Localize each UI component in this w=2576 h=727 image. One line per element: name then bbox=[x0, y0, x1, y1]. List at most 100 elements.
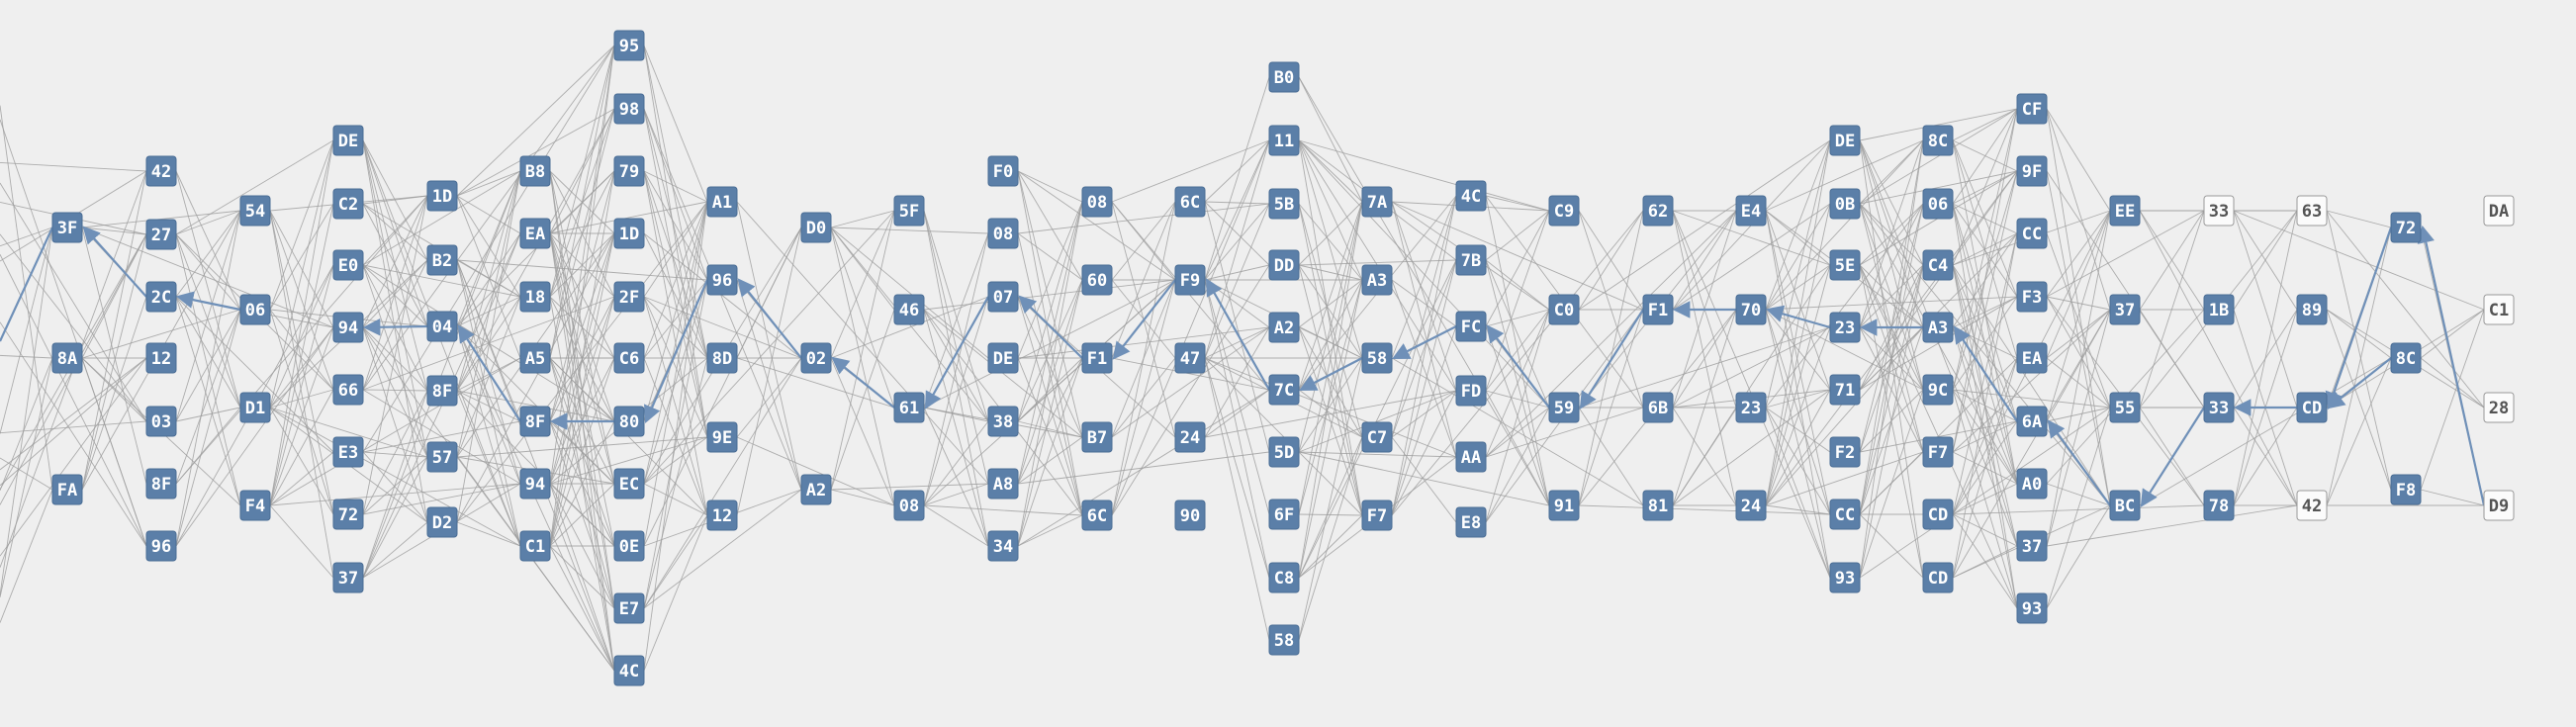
graph-node[interactable]: 03 bbox=[145, 406, 177, 437]
graph-node[interactable]: 8F bbox=[519, 406, 551, 437]
graph-node[interactable]: 71 bbox=[1829, 374, 1861, 406]
graph-node[interactable]: DE bbox=[987, 342, 1019, 374]
graph-node[interactable]: 42 bbox=[2296, 490, 2328, 521]
graph-node[interactable]: 66 bbox=[332, 374, 364, 406]
graph-node[interactable]: 33 bbox=[2203, 392, 2235, 423]
graph-node[interactable]: 1D bbox=[426, 180, 458, 212]
graph-node[interactable]: CD bbox=[2296, 392, 2328, 423]
graph-node[interactable]: F4 bbox=[239, 490, 271, 521]
graph-node[interactable]: 93 bbox=[1829, 562, 1861, 593]
graph-node[interactable]: 91 bbox=[1548, 490, 1580, 521]
graph-node[interactable]: F1 bbox=[1642, 294, 1674, 325]
graph-node[interactable]: 7A bbox=[1361, 186, 1393, 218]
graph-node[interactable]: A5 bbox=[519, 342, 551, 374]
graph-node[interactable]: 58 bbox=[1268, 624, 1300, 656]
graph-node[interactable]: 37 bbox=[332, 562, 364, 593]
graph-node[interactable]: 08 bbox=[893, 490, 925, 521]
graph-node[interactable]: 72 bbox=[332, 499, 364, 530]
graph-node[interactable]: 57 bbox=[426, 441, 458, 473]
graph-node[interactable]: F3 bbox=[2016, 281, 2048, 313]
graph-node[interactable]: 37 bbox=[2109, 294, 2141, 325]
graph-node[interactable]: 94 bbox=[332, 312, 364, 343]
graph-node[interactable]: 6C bbox=[1081, 500, 1113, 531]
graph-node[interactable]: EC bbox=[613, 468, 645, 500]
graph-node[interactable]: 78 bbox=[2203, 490, 2235, 521]
graph-node[interactable]: D9 bbox=[2483, 490, 2515, 521]
graph-node[interactable]: FC bbox=[1455, 311, 1487, 342]
graph-node[interactable]: E8 bbox=[1455, 506, 1487, 538]
graph-node[interactable]: 8F bbox=[145, 468, 177, 500]
graph-node[interactable]: A2 bbox=[1268, 312, 1300, 343]
graph-node[interactable]: CD bbox=[1922, 499, 1954, 530]
graph-node[interactable]: 08 bbox=[1081, 186, 1113, 218]
graph-node[interactable]: 38 bbox=[987, 406, 1019, 437]
graph-node[interactable]: 27 bbox=[145, 219, 177, 250]
graph-node[interactable]: 93 bbox=[2016, 592, 2048, 624]
graph-node[interactable]: D2 bbox=[426, 506, 458, 538]
graph-node[interactable]: A3 bbox=[1361, 264, 1393, 296]
graph-node[interactable]: 33 bbox=[2203, 195, 2235, 227]
graph-node[interactable]: 8F bbox=[426, 375, 458, 407]
graph-node[interactable]: 9F bbox=[2016, 155, 2048, 187]
graph-node[interactable]: 24 bbox=[1174, 421, 1206, 453]
graph-node[interactable]: 2C bbox=[145, 281, 177, 313]
graph-node[interactable]: EA bbox=[2016, 342, 2048, 374]
graph-node[interactable]: 23 bbox=[1735, 392, 1767, 423]
graph-node[interactable]: 58 bbox=[1361, 342, 1393, 374]
graph-node[interactable]: 72 bbox=[2390, 212, 2422, 243]
graph-node[interactable]: 95 bbox=[613, 30, 645, 61]
graph-node[interactable]: E0 bbox=[332, 249, 364, 281]
graph-node[interactable]: 08 bbox=[987, 218, 1019, 249]
graph-node[interactable]: DE bbox=[332, 125, 364, 156]
graph-node[interactable]: AA bbox=[1455, 441, 1487, 473]
graph-node[interactable]: CC bbox=[2016, 218, 2048, 249]
graph-node[interactable]: 5F bbox=[893, 195, 925, 227]
graph-node[interactable]: 42 bbox=[145, 155, 177, 187]
graph-node[interactable]: B0 bbox=[1268, 61, 1300, 93]
graph-node[interactable]: C0 bbox=[1548, 294, 1580, 325]
graph-node[interactable]: 8A bbox=[51, 342, 83, 374]
graph-node[interactable]: E4 bbox=[1735, 195, 1767, 227]
graph-node[interactable]: 3F bbox=[51, 212, 83, 243]
graph-node[interactable]: 81 bbox=[1642, 490, 1674, 521]
graph-node[interactable]: F7 bbox=[1361, 500, 1393, 531]
graph-node[interactable]: 7C bbox=[1268, 374, 1300, 406]
graph-node[interactable]: A0 bbox=[2016, 468, 2048, 500]
graph-node[interactable]: F7 bbox=[1922, 436, 1954, 468]
graph-node[interactable]: 8C bbox=[1922, 125, 1954, 156]
graph-node[interactable]: A8 bbox=[987, 468, 1019, 500]
graph-node[interactable]: B8 bbox=[519, 155, 551, 187]
graph-node[interactable]: A1 bbox=[706, 186, 738, 218]
graph-node[interactable]: FD bbox=[1455, 375, 1487, 407]
graph-node[interactable]: 23 bbox=[1829, 312, 1861, 343]
graph-node[interactable]: CC bbox=[1829, 499, 1861, 530]
graph-node[interactable]: C6 bbox=[613, 342, 645, 374]
graph-node[interactable]: F8 bbox=[2390, 474, 2422, 505]
graph-node[interactable]: 47 bbox=[1174, 342, 1206, 374]
graph-node[interactable]: 24 bbox=[1735, 490, 1767, 521]
graph-node[interactable]: 9E bbox=[706, 421, 738, 453]
graph-node[interactable]: 02 bbox=[800, 342, 832, 374]
graph-node[interactable]: C1 bbox=[519, 530, 551, 562]
graph-node[interactable]: 37 bbox=[2016, 530, 2048, 562]
graph-node[interactable]: 59 bbox=[1548, 392, 1580, 423]
graph-node[interactable]: 98 bbox=[613, 93, 645, 125]
graph-node[interactable]: 55 bbox=[2109, 392, 2141, 423]
graph-node[interactable]: 1D bbox=[613, 218, 645, 249]
graph-node[interactable]: 28 bbox=[2483, 392, 2515, 423]
graph-node[interactable]: 12 bbox=[145, 342, 177, 374]
graph-node[interactable]: F9 bbox=[1174, 264, 1206, 296]
graph-node[interactable]: 6C bbox=[1174, 186, 1206, 218]
graph-node[interactable]: 11 bbox=[1268, 125, 1300, 156]
graph-node[interactable]: 06 bbox=[1922, 188, 1954, 220]
graph-node[interactable]: A2 bbox=[800, 474, 832, 505]
graph-node[interactable]: 4C bbox=[1455, 180, 1487, 212]
graph-node[interactable]: C4 bbox=[1922, 249, 1954, 281]
graph-node[interactable]: 79 bbox=[613, 155, 645, 187]
graph-node[interactable]: 80 bbox=[613, 406, 645, 437]
graph-node[interactable]: 6B bbox=[1642, 392, 1674, 423]
graph-node[interactable]: D1 bbox=[239, 392, 271, 423]
graph-node[interactable]: CF bbox=[2016, 93, 2048, 125]
graph-node[interactable]: 9C bbox=[1922, 374, 1954, 406]
graph-node[interactable]: A3 bbox=[1922, 312, 1954, 343]
